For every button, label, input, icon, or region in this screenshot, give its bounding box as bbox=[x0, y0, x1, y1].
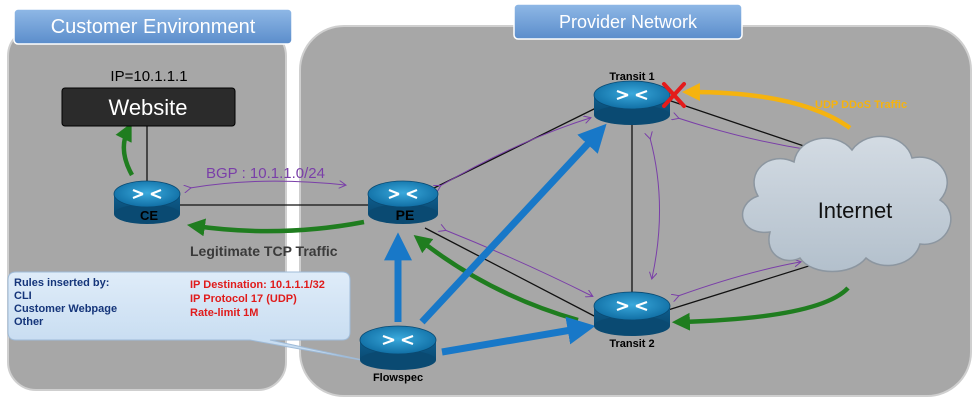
ddos-traffic-arrow bbox=[681, 83, 852, 130]
ce-label: CE bbox=[140, 208, 158, 223]
rules-callout-text: Rules inserted by: CLI Customer Webpage … bbox=[14, 277, 117, 329]
green-arrow-ce-to-website bbox=[115, 122, 134, 177]
flowspec-push-arrows bbox=[384, 123, 607, 356]
rules-callout-item: CLI bbox=[14, 290, 32, 302]
ddos-traffic-label: UDP DDoS Traffic bbox=[815, 99, 907, 111]
blue-arrow-flowspec-to-transit1 bbox=[419, 123, 607, 325]
flowspec-rule-line: Rate-limit 1M bbox=[190, 307, 259, 319]
green-arrow-pe-to-ce bbox=[186, 218, 365, 237]
rules-callout-item: Customer Webpage bbox=[14, 303, 118, 315]
legitimate-traffic-label: Legitimate TCP Traffic bbox=[190, 243, 338, 259]
provider-network-tab bbox=[513, 3, 743, 40]
router-ce bbox=[113, 180, 181, 224]
flowspec-rule-line: IP Protocol 17 (UDP) bbox=[190, 293, 297, 305]
blue-arrow-flowspec-to-transit2 bbox=[441, 316, 596, 356]
bgp-advertisement-arrows bbox=[190, 118, 810, 296]
flowspec-rule-line: IP Destination: 10.1.1.1/32 bbox=[190, 279, 325, 291]
bgp-arrow-pe-transit2 bbox=[445, 230, 592, 296]
bgp-arrow-transit1-internet bbox=[678, 118, 810, 150]
rules-callout-heading: Rules inserted by: bbox=[14, 277, 110, 289]
bgp-arrow-transit1-transit2 bbox=[650, 138, 660, 278]
website-server bbox=[61, 87, 236, 127]
router-pe bbox=[367, 180, 439, 224]
bgp-arrow-transit2-internet bbox=[678, 262, 800, 296]
transit1-label: Transit 1 bbox=[609, 71, 654, 83]
rules-callout bbox=[7, 271, 373, 363]
router-transit1 bbox=[593, 80, 671, 125]
legitimate-traffic-arrows bbox=[115, 122, 850, 331]
customer-environment-tab bbox=[13, 8, 293, 45]
pe-label: PE bbox=[396, 207, 415, 223]
block-x-icon bbox=[662, 82, 686, 108]
bgp-arrow-ce-pe bbox=[190, 181, 345, 188]
bgp-label: BGP : 10.1.1.0/24 bbox=[206, 165, 325, 182]
bgp-arrow-pe-transit1 bbox=[440, 118, 590, 186]
green-arrow-internet-to-transit2 bbox=[671, 286, 850, 331]
flowspec-rule-text: IP Destination: 10.1.1.1/32 IP Protocol … bbox=[190, 278, 325, 320]
green-arrow-transit2-to-pe bbox=[413, 234, 579, 323]
customer-environment-title: Customer Environment bbox=[50, 16, 256, 38]
flowspec-label: Flowspec bbox=[373, 372, 423, 384]
transit2-label: Transit 2 bbox=[609, 338, 654, 350]
router-flowspec bbox=[359, 325, 437, 370]
website-ip-label: IP=10.1.1.1 bbox=[110, 68, 187, 85]
internet-cloud bbox=[741, 135, 952, 273]
website-label: Website bbox=[108, 95, 187, 120]
internet-label: Internet bbox=[818, 198, 893, 223]
router-transit2 bbox=[593, 291, 671, 336]
rules-callout-item: Other bbox=[14, 316, 44, 328]
provider-network-title: Provider Network bbox=[558, 12, 698, 32]
